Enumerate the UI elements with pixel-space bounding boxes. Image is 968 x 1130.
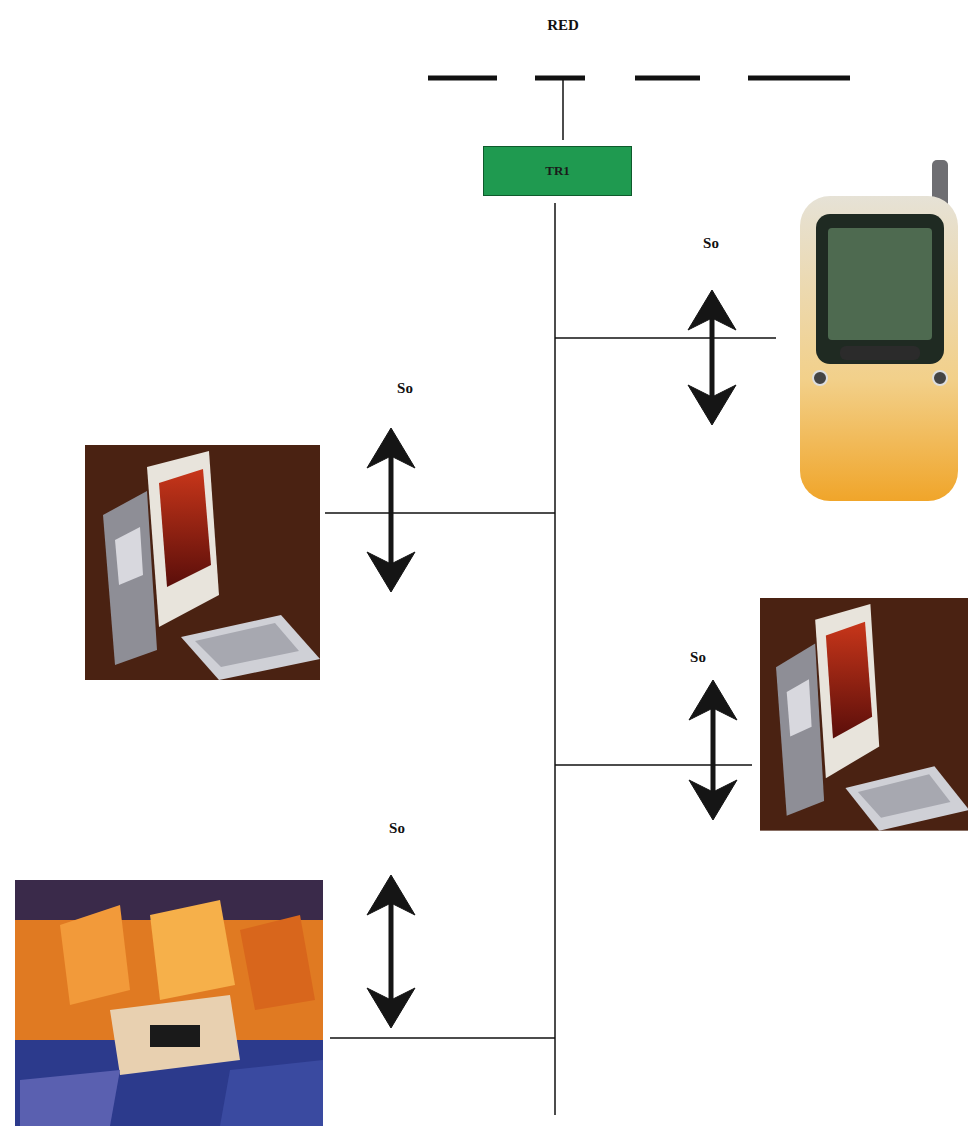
interface-label: So bbox=[397, 380, 413, 397]
bus-wire bbox=[325, 203, 776, 1115]
network-label: RED bbox=[547, 17, 579, 34]
double-arrow bbox=[367, 290, 737, 1028]
interface-label: So bbox=[703, 235, 719, 252]
device-picture bbox=[15, 880, 323, 1126]
phone-picture bbox=[800, 160, 958, 501]
computer-picture bbox=[85, 445, 320, 680]
interface-label: So bbox=[690, 649, 706, 666]
process-box: TR1 bbox=[483, 146, 632, 196]
network-drop bbox=[562, 80, 564, 140]
network-line bbox=[428, 76, 850, 81]
computer-picture bbox=[760, 598, 968, 831]
box-label: TR1 bbox=[545, 163, 570, 179]
interface-label: So bbox=[389, 820, 405, 837]
